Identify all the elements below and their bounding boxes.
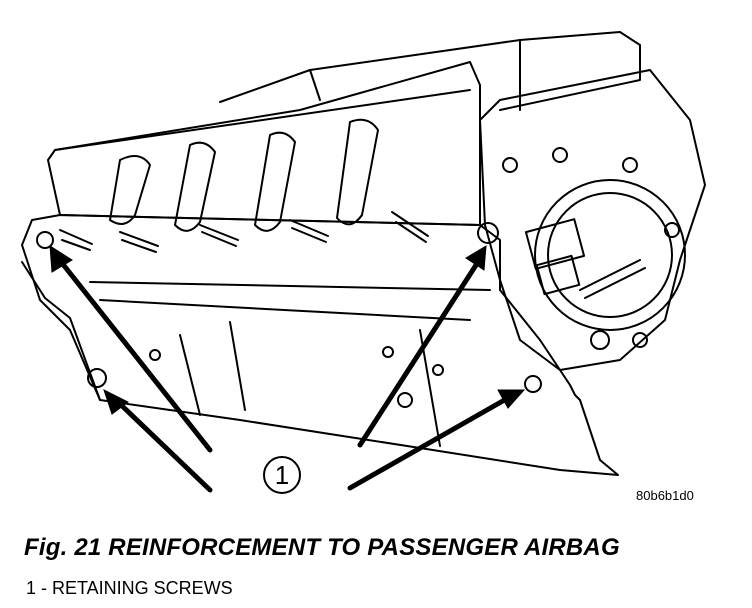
figure-code: 80b6b1d0: [636, 488, 694, 503]
upper-flange: [47, 61, 481, 226]
airbag-mounting-plate: [479, 69, 706, 371]
callout-arrows: [49, 245, 526, 493]
slot: [109, 155, 151, 225]
retaining-screw: [87, 368, 107, 388]
slot: [254, 131, 296, 232]
figure-caption: Fig. 21 REINFORCEMENT TO PASSENGER AIRBA…: [24, 534, 620, 561]
reinforcement-bracket: [21, 214, 619, 476]
retaining-screw: [477, 222, 499, 244]
legend-item: 1 - RETAINING SCREWS: [26, 578, 233, 598]
retaining-screw: [36, 231, 54, 249]
slot: [174, 141, 216, 232]
callout-1: 1: [263, 456, 301, 494]
slot: [336, 118, 379, 226]
airbag-reinforcement-illustration: 1 80b6b1d0: [21, 31, 706, 503]
retaining-screw: [524, 375, 542, 393]
callout-number: 1: [275, 460, 289, 490]
